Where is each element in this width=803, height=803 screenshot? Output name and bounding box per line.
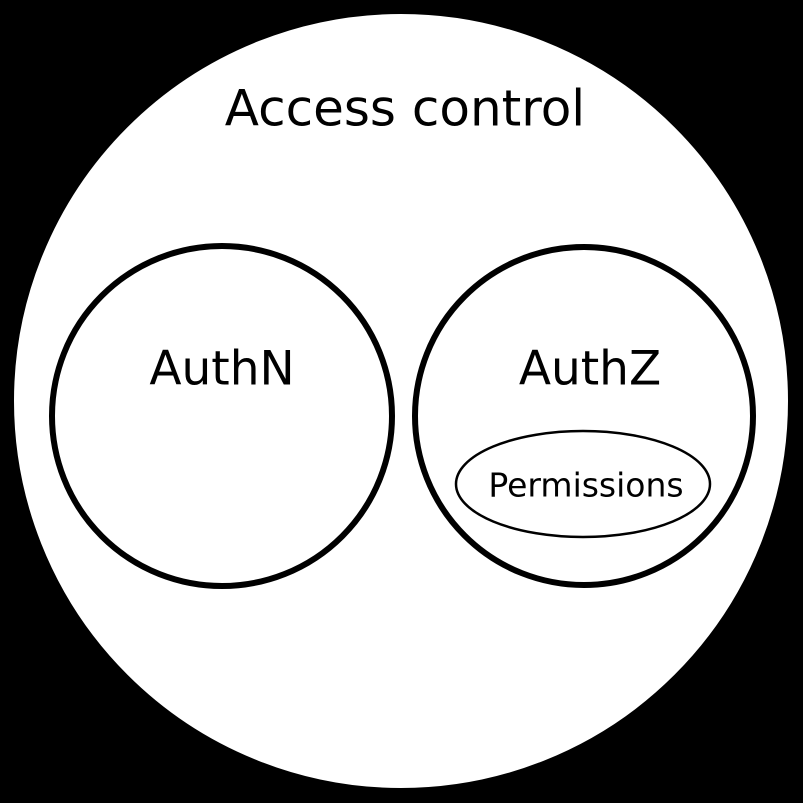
label-authz: AuthZ xyxy=(519,342,661,397)
label-permissions: Permissions xyxy=(488,466,683,505)
set-circle-access-control[interactable] xyxy=(12,12,790,790)
set-ellipse-permissions[interactable] xyxy=(454,429,712,539)
set-circle-authn[interactable] xyxy=(49,243,395,589)
label-access-control: Access control xyxy=(225,80,585,138)
label-authn: AuthN xyxy=(149,342,294,397)
